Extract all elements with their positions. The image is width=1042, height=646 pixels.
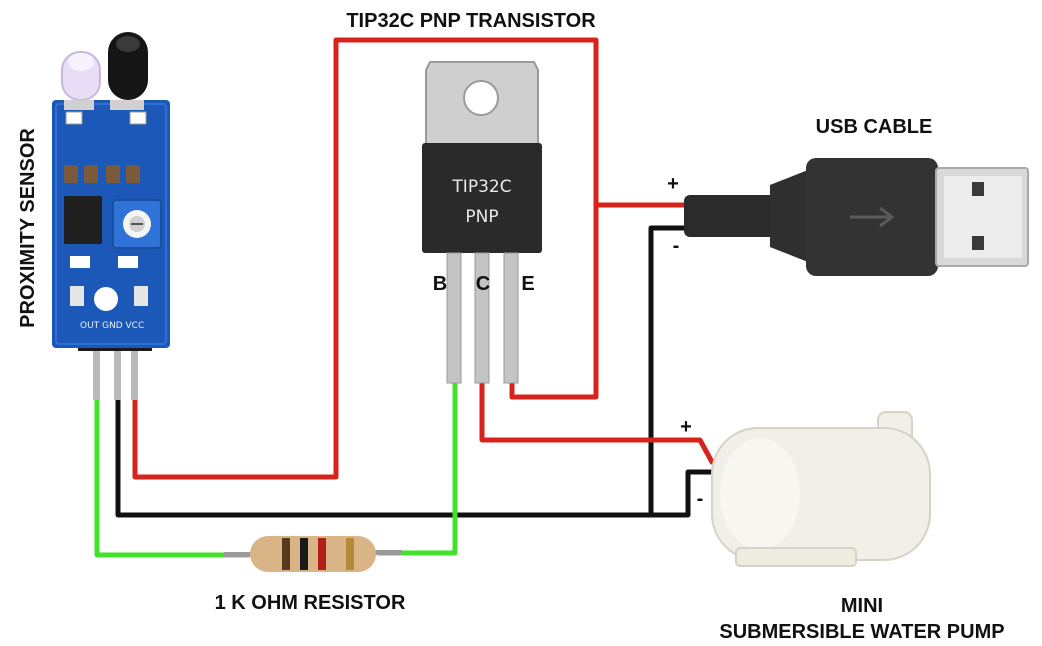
sensor-pin-out	[93, 345, 100, 400]
proximity-sensor: OUT GND VCC	[52, 32, 170, 400]
wire-usb-negative	[648, 225, 693, 518]
resistor-1k	[224, 536, 402, 572]
pin-label-c: C	[476, 273, 490, 295]
usb-plus-label: +	[667, 173, 679, 195]
pump-minus-label: -	[697, 488, 704, 510]
ir-receiver-led	[108, 32, 148, 110]
usb-minus-label: -	[673, 235, 680, 257]
sensor-title: PROXIMITY SENSOR	[17, 128, 39, 328]
pin-label-b: B	[433, 273, 447, 295]
pump-plus-label: +	[680, 416, 692, 438]
wire-ground	[115, 392, 715, 518]
transistor-title: TIP32C PNP TRANSISTOR	[346, 10, 596, 32]
ir-emitter-led	[61, 51, 101, 110]
usb-contact-window	[972, 236, 984, 250]
pump-title-line2: SUBMERSIBLE WATER PUMP	[719, 621, 1004, 643]
resistor-title: 1 K OHM RESISTOR	[215, 592, 406, 614]
usb-strain-relief	[770, 170, 808, 262]
usb-symbol-icon	[850, 206, 895, 228]
transistor-mounting-hole	[463, 80, 499, 116]
wires	[94, 37, 715, 558]
pump-base-foot	[735, 547, 857, 567]
transistor-marking-line1: TIP32C	[451, 177, 511, 197]
sensor-pin-gnd	[114, 345, 121, 400]
usb-title: USB CABLE	[816, 116, 933, 138]
wire-emitter	[509, 202, 599, 400]
transistor-leg-collector	[474, 252, 490, 384]
pump-title-line1: MINI	[841, 595, 883, 617]
usb-cable-jacket	[684, 195, 784, 237]
pin-label-e: E	[521, 273, 534, 295]
transistor-leg-emitter	[503, 252, 519, 384]
resistor-lead-right	[372, 550, 402, 555]
sensor-pin-header-label: OUT GND VCC	[80, 321, 144, 331]
transistor-body	[422, 143, 542, 253]
sensor-pin-vcc	[131, 345, 138, 400]
resistor-band-brown-1	[282, 538, 290, 570]
resistor-lead-left	[224, 552, 254, 557]
resistor-band-gold	[346, 538, 354, 570]
transistor-leg-base	[446, 252, 462, 384]
wire-collector	[479, 377, 715, 465]
wire-vcc	[132, 37, 693, 480]
resistor-body	[250, 536, 376, 572]
wire-signal	[94, 395, 251, 558]
resistor-band-black	[300, 538, 308, 570]
tip32c-transistor: TIP32C PNP B C E	[422, 61, 542, 384]
mini-water-pump: + -	[680, 411, 931, 567]
resistor-band-red	[318, 538, 326, 570]
transistor-marking-line2: PNP	[465, 207, 498, 227]
sensor-potentiometer	[112, 199, 162, 249]
wire-base	[375, 377, 458, 556]
usb-cable: + -	[667, 158, 1029, 276]
usb-contact-window	[972, 182, 984, 196]
sensor-comparator-chip	[64, 196, 102, 244]
